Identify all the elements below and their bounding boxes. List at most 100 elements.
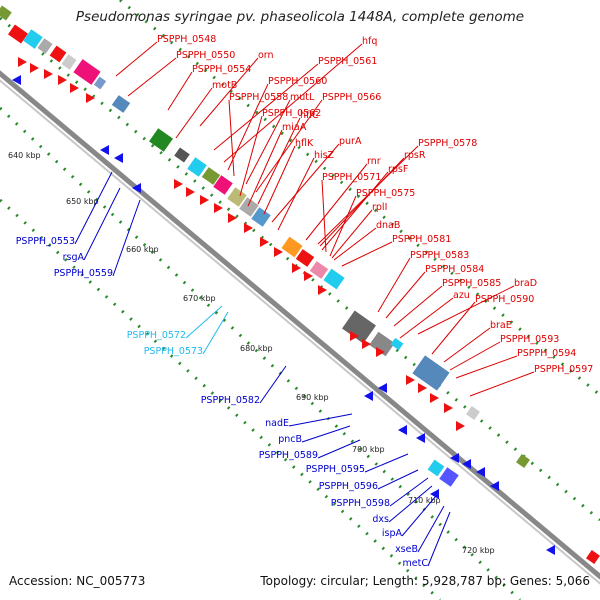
reverse-gene-label: nadE <box>265 418 289 429</box>
forward-gene-label: rpsR <box>404 150 426 161</box>
gene-box-cyan <box>23 29 43 49</box>
forward-gene-label-leader <box>341 241 393 267</box>
red-gene-arrow <box>444 403 453 413</box>
reverse-gene-label-leader <box>259 365 287 404</box>
forward-gene-label-leader <box>227 83 269 171</box>
gene-box-olive <box>0 5 12 21</box>
forward-gene-label-leader <box>167 71 193 111</box>
forward-gene-label-leader <box>127 57 177 97</box>
forward-gene-label-leader <box>257 117 301 205</box>
forward-gene-label: PSPPH_0597 <box>534 364 593 375</box>
kbp-tick-label: 690 kbp <box>296 393 329 402</box>
gene-box-pink <box>309 261 329 279</box>
dotted-track-2 <box>0 198 442 600</box>
red-gene-arrow <box>214 203 223 213</box>
forward-gene-label: azu <box>453 290 470 301</box>
reverse-gene-label: PSPPH_0596 <box>319 481 378 492</box>
forward-gene-label: dnaB <box>376 220 400 231</box>
red-gene-arrow <box>292 263 301 273</box>
reverse-gene-label: dxs <box>372 514 389 525</box>
forward-gene-label: hisZ <box>314 150 335 161</box>
red-gene-arrow <box>430 393 439 403</box>
reverse-gene-label-leader <box>401 495 437 537</box>
rna-gene-label-leader <box>202 311 229 355</box>
reverse-gene-label-leader <box>301 425 351 443</box>
gene-box-blue <box>439 467 459 487</box>
rna-gene-label-leader <box>185 305 223 339</box>
forward-gene-label: hflK <box>295 138 314 149</box>
red-gene-arrow <box>70 83 79 93</box>
blue-gene-arrow <box>430 489 439 499</box>
gene-box-green <box>149 128 173 152</box>
forward-gene-label-leader <box>239 115 263 197</box>
red-gene-arrow <box>244 223 253 233</box>
forward-gene-label: PSPPH_0562 <box>262 108 321 119</box>
forward-gene-label-leader <box>321 179 327 253</box>
gene-box-cyan <box>427 459 445 477</box>
forward-gene-label: motB <box>212 80 237 91</box>
kbp-tick-label: 670 kbp <box>183 294 216 303</box>
reverse-gene-label-leader <box>417 505 445 553</box>
gene-box-dark <box>342 310 376 344</box>
blue-gene-arrow <box>416 433 425 443</box>
forward-gene-label: rplI <box>372 202 387 213</box>
blue-gene-arrow <box>490 481 499 491</box>
kbp-tick-label: 640 kbp <box>8 151 41 160</box>
forward-gene-label: PSPPH_0571 <box>322 172 381 183</box>
accession-text: Accession: NC_005773 <box>9 574 146 588</box>
gene-box <box>586 550 600 564</box>
red-gene-arrow <box>418 383 427 393</box>
kbp-tick-label: 710 kbp <box>408 496 441 505</box>
forward-gene-label: PSPPH_0561 <box>318 56 377 67</box>
reverse-gene-label: PSPPH_0598 <box>331 498 390 509</box>
red-gene-arrow <box>260 237 269 247</box>
forward-gene-label-leader <box>417 285 515 335</box>
blue-gene-arrow <box>364 391 373 401</box>
forward-gene-label-leader <box>199 57 259 127</box>
reverse-gene-label-leader <box>427 511 451 567</box>
gene-box-grey <box>37 38 53 54</box>
forward-gene-label-leader <box>469 371 535 397</box>
forward-gene-label-leader <box>331 209 373 259</box>
reverse-gene-label: xseB <box>395 544 418 555</box>
forward-gene-label-leader <box>443 327 491 363</box>
forward-gene-label-leader <box>321 171 389 251</box>
dotted-track-3 <box>119 0 600 397</box>
forward-gene-label-leader <box>385 271 426 319</box>
forward-gene-label: PSPPH_0593 <box>500 334 559 345</box>
forward-gene-label-leader <box>228 99 235 177</box>
genome-backbone-shadow <box>0 79 600 585</box>
reverse-gene-label-leader <box>74 171 113 245</box>
forward-gene-label-leader <box>431 301 476 355</box>
forward-gene-label-leader <box>305 163 368 241</box>
red-gene-arrow <box>350 331 359 341</box>
genome-backbone <box>0 70 600 580</box>
reverse-gene-label-leader <box>112 199 141 277</box>
red-gene-arrow <box>304 271 313 281</box>
red-gene-arrow <box>200 195 209 205</box>
red-gene-arrow <box>58 75 67 85</box>
gene-box-cyan <box>187 157 207 177</box>
kbp-tick-label: 680 kbp <box>240 344 273 353</box>
forward-gene-label-leader <box>455 355 518 379</box>
forward-gene-label: PSPPH_0578 <box>418 138 477 149</box>
gene-box-cyan <box>323 268 345 290</box>
forward-gene-label-leader <box>329 195 357 257</box>
blue-gene-arrow <box>450 453 459 463</box>
forward-gene-label-leader <box>399 297 454 339</box>
reverse-gene-label-leader <box>288 413 353 427</box>
gene-box-olive <box>201 167 221 185</box>
red-gene-arrow <box>362 339 371 349</box>
reverse-gene-label: PSPPH_0595 <box>306 464 365 475</box>
reverse-gene-label: rsgA <box>63 252 85 263</box>
forward-gene-label-leader <box>245 99 291 185</box>
reverse-gene-label: ispA <box>382 528 403 539</box>
blue-gene-arrow <box>132 183 141 193</box>
red-gene-arrow <box>18 57 27 67</box>
gene-box-grey <box>239 197 259 217</box>
forward-gene-label: miaA <box>282 122 307 133</box>
gene-box <box>8 24 28 44</box>
gene-box <box>295 249 315 267</box>
gene-box-olive <box>516 454 530 468</box>
